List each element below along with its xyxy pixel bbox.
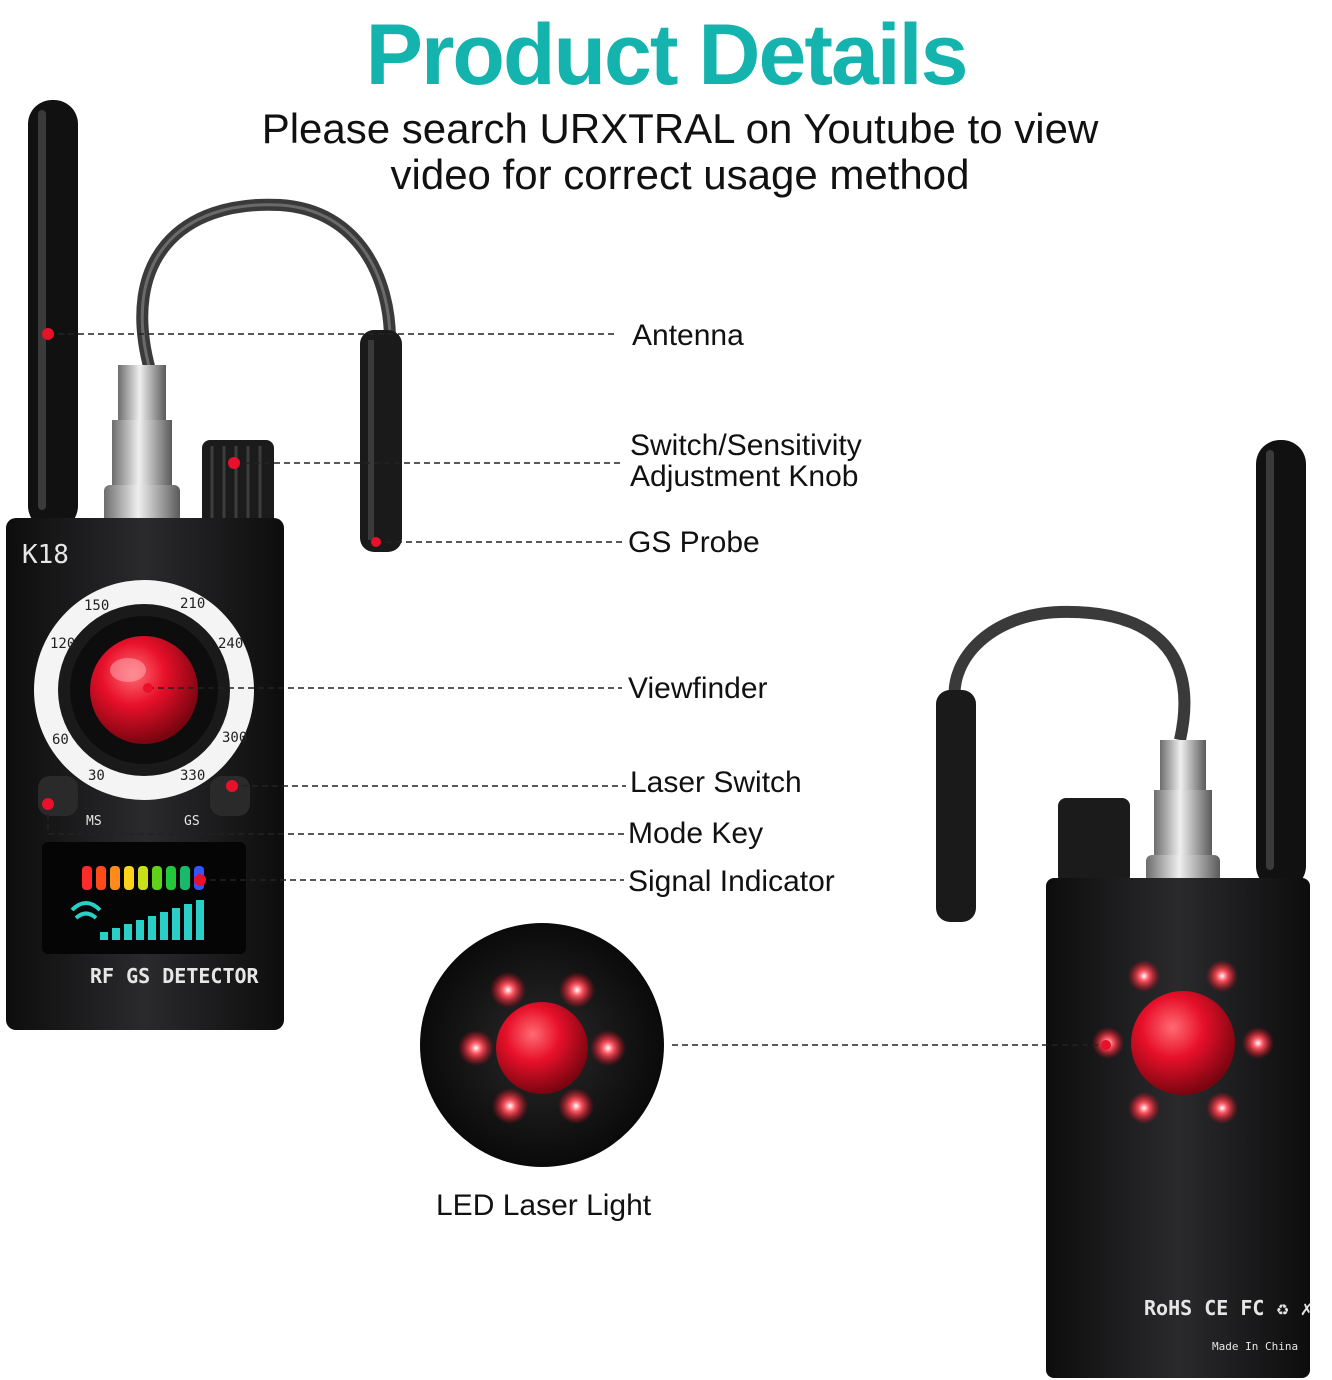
ms-label: MS xyxy=(86,814,102,829)
label-laser-switch: Laser Switch xyxy=(630,766,802,799)
dial-mark-60: 60 xyxy=(52,732,69,748)
dial-mark-330: 330 xyxy=(180,768,206,784)
label-signal-indicator: Signal Indicator xyxy=(628,865,835,898)
closeup-led-ring xyxy=(458,972,626,1124)
back-probe-cable xyxy=(948,605,1191,742)
callout-markers xyxy=(42,328,1111,1050)
back-device xyxy=(936,440,1310,1378)
gs-label: GS xyxy=(184,814,200,829)
dial-mark-300: 300 xyxy=(222,730,248,746)
label-antenna: Antenna xyxy=(632,319,744,352)
signal-strength-bars xyxy=(100,900,204,940)
dial-mark-30: 30 xyxy=(88,768,105,784)
label-knob-line1: Switch/Sensitivity xyxy=(630,429,862,462)
dial-mark-120: 120 xyxy=(50,636,76,652)
laser-switch-button[interactable] xyxy=(210,776,250,816)
back-gs-probe xyxy=(936,690,976,922)
back-led-ring xyxy=(1092,960,1274,1124)
subtitle-line-2: video for correct usage method xyxy=(390,151,970,198)
antenna-connector xyxy=(118,365,166,425)
made-in-label: Made In China xyxy=(1212,1340,1299,1353)
dial-mark-150: 150 xyxy=(84,598,110,614)
label-knob-line2: Adjustment Knob xyxy=(630,460,859,493)
mode-key-button[interactable] xyxy=(38,776,78,816)
dial-mark-210: 210 xyxy=(180,596,206,612)
antenna xyxy=(28,100,78,530)
subtitle-line-1: Please search URXTRAL on Youtube to view xyxy=(261,105,1099,152)
gs-probe-cable xyxy=(136,198,396,372)
dial-mark-240: 240 xyxy=(218,636,244,652)
label-viewfinder: Viewfinder xyxy=(628,672,768,705)
label-gs-probe: GS Probe xyxy=(628,526,760,559)
back-body xyxy=(1046,878,1310,1378)
back-antenna xyxy=(1256,440,1306,890)
label-mode-key: Mode Key xyxy=(628,817,764,850)
device-label: RF GS DETECTOR xyxy=(90,964,259,988)
led-closeup xyxy=(420,923,664,1167)
device-model: K18 xyxy=(22,540,69,570)
sensitivity-knob xyxy=(202,440,274,526)
front-device xyxy=(6,100,402,1030)
back-knob xyxy=(1058,798,1130,884)
page-title: Product Details xyxy=(365,7,969,103)
signal-led-bars xyxy=(82,866,204,890)
gs-probe xyxy=(360,330,402,552)
callout-lines xyxy=(47,333,1106,1046)
page-subtitle: Please search URXTRAL on Youtube to view… xyxy=(180,106,1180,198)
certification-marks: RoHS CE FC ♻ ✗ xyxy=(1144,1296,1313,1320)
back-laser-lens xyxy=(1131,991,1235,1095)
label-led-laser-light: LED Laser Light xyxy=(436,1189,652,1222)
label-knob: Switch/Sensitivity Adjustment Knob xyxy=(630,430,862,492)
wifi-icon xyxy=(70,901,102,920)
closeup-lens xyxy=(496,1002,588,1094)
